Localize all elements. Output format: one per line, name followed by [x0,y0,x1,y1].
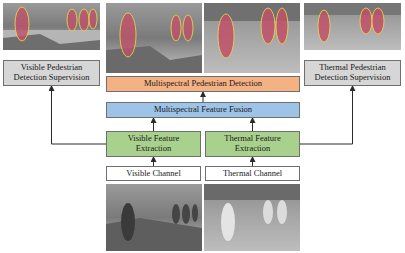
box-label: Visible Feature Extraction [107,134,200,154]
box-label: Thermal Feature Extraction [206,134,299,154]
feature-extraction-box: Visible Feature Extraction [106,131,201,157]
arrow-connector [203,92,204,102]
detection-box: Multispectral Pedestrian Detection [106,76,300,92]
fusion-box: Multispectral Feature Fusion [106,102,300,118]
supervision-box: Thermal Pedestrian Detection Supervision [304,60,401,86]
box-label: Multispectral Pedestrian Detection [141,79,265,89]
channel-box: Visible Channel [106,166,201,181]
thermal-input-photo [204,184,300,251]
arrow-connector [153,118,154,131]
thermal-result-photo [304,3,401,50]
supervision-box: Visible Pedestrian Detection Supervision [3,60,100,86]
arrow-connector [52,86,107,144]
box-label: Visible Pedestrian Detection Supervision [4,63,99,83]
arrow-connector [252,157,253,166]
multispectral-result-photo [106,3,300,73]
box-label: Multispectral Feature Fusion [151,105,255,115]
box-label: Thermal Pedestrian Detection Supervision [305,63,400,83]
visible-input-photo [106,184,202,251]
box-label: Thermal Channel [220,169,285,179]
feature-extraction-box: Thermal Feature Extraction [205,131,300,157]
box-label: Visible Channel [123,169,184,179]
arrow-connector [300,86,353,144]
arrow-connector [252,118,253,131]
visible-result-photo [3,3,100,50]
channel-box: Thermal Channel [205,166,300,181]
arrow-connector [153,157,154,166]
